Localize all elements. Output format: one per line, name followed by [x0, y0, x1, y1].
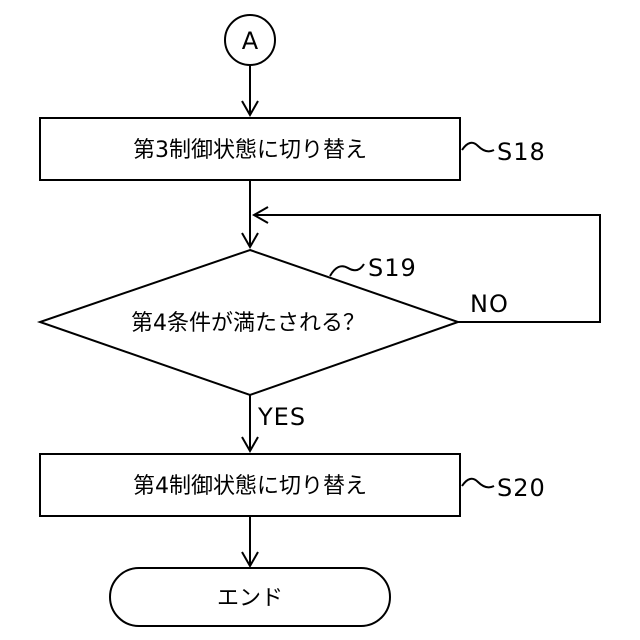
step-s20: 第4制御状態に切り替え — [40, 454, 460, 516]
step-s19-leader — [330, 264, 364, 276]
end-terminal-text: エンド — [217, 586, 283, 611]
step-s20-label: S20 — [497, 474, 546, 502]
step-s18: 第3制御状態に切り替え — [40, 118, 460, 180]
step-s18-leader — [462, 143, 494, 152]
end-terminal: エンド — [110, 568, 390, 626]
step-s20-callout: S20 — [462, 474, 546, 502]
step-s20-leader — [462, 479, 494, 488]
step-s19-callout: S19 — [330, 254, 417, 282]
step-s19-label: S19 — [368, 254, 417, 282]
yes-branch-label: YES — [257, 403, 306, 431]
step-s19-text: 第4条件が満たされる？ — [131, 311, 365, 336]
no-branch-label: NO — [470, 290, 509, 318]
connector-label: A — [242, 27, 259, 55]
arrow-a-to-s18 — [242, 65, 258, 115]
step-s18-callout: S18 — [462, 138, 546, 166]
step-s20-text: 第4制御状態に切り替え — [133, 474, 367, 499]
arrow-s20-to-end — [242, 516, 258, 566]
arrow-s19-to-s20: YES — [242, 395, 306, 451]
step-s18-label: S18 — [497, 138, 546, 166]
connector-a: A — [225, 15, 275, 65]
step-s18-text: 第3制御状態に切り替え — [133, 138, 367, 163]
